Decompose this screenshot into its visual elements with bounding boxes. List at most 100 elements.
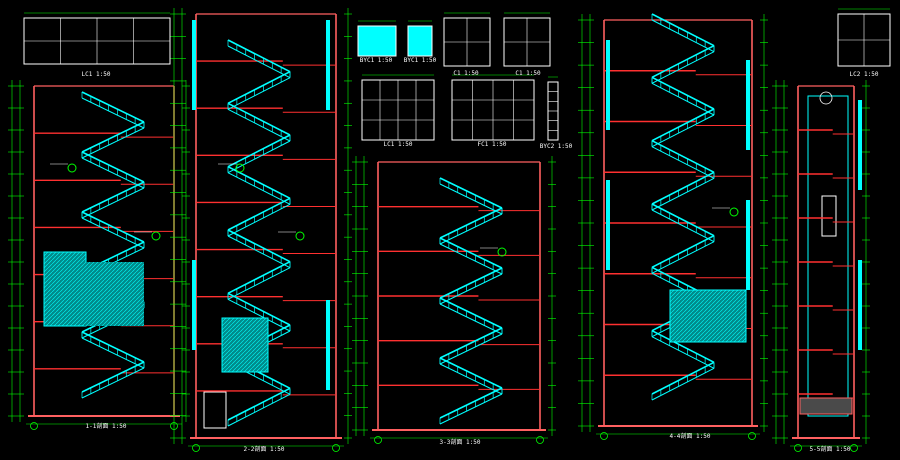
stair-section-3-handrail	[439, 327, 503, 359]
hatch-section-2	[221, 317, 269, 373]
stair-section-3-handrail	[439, 237, 503, 269]
stair-section-4-handrail	[651, 44, 715, 79]
stair-section-1-stringer	[81, 127, 145, 159]
stair-section-2-stringer	[227, 298, 291, 332]
floor-slab-lines	[34, 60, 854, 399]
stair-section-3-stringer	[439, 393, 503, 425]
stair-section-3-handrail	[439, 207, 503, 239]
wall-lines	[28, 13, 860, 439]
stair-section-4-handrail	[651, 13, 715, 47]
stair-section-4-handrail	[651, 76, 715, 110]
caption-window-c1: C1 1:50	[453, 70, 479, 77]
stair-section-4-stringer	[651, 241, 715, 274]
stair-section-3-stringer	[439, 333, 503, 365]
caption-window-top-left: LC1 1:50	[82, 71, 111, 78]
stair-section-4-handrail	[651, 108, 715, 142]
stair-section-4-stringer	[651, 146, 715, 179]
section-markers	[30, 91, 858, 452]
stair-section-4-stringer	[651, 19, 715, 53]
section-5-base	[799, 397, 853, 415]
caption-window-c1b: C1 1:50	[515, 70, 541, 77]
caption-section-2: 2-2剖面 1:50	[244, 445, 285, 453]
caption-window-lc1: LC1 1:50	[384, 141, 413, 148]
column-strip	[746, 60, 750, 150]
caption-window-top-right: LC2 1:50	[850, 71, 879, 78]
stair-section-4-handrail	[651, 203, 715, 237]
column-strip	[858, 260, 862, 350]
caption-section-5: 5-5剖面 1:50	[810, 445, 851, 453]
stair-section-3-handrail	[439, 387, 503, 419]
hatch-section-1-wall	[43, 251, 87, 327]
detail-marker	[151, 231, 161, 241]
detail-marker	[497, 247, 507, 257]
stair-section-1-handrail	[81, 361, 145, 393]
caption-section-1: 1-1剖面 1:50	[86, 422, 127, 430]
stair-section-1-handrail	[81, 151, 145, 183]
stair-section-3-handrail	[439, 177, 503, 209]
column-strip	[192, 20, 196, 110]
column-strip	[606, 40, 610, 130]
column-strip	[746, 200, 750, 290]
column-strip	[606, 180, 610, 270]
caption-window-fc: FC1 1:50	[478, 141, 507, 148]
dimension-lines	[8, 8, 890, 447]
detail-marker	[295, 231, 305, 241]
stair-section-1-handrail	[81, 121, 145, 153]
stair-section-2-stringer	[227, 45, 291, 79]
window-details	[23, 13, 891, 141]
stair-section-4-stringer	[651, 114, 715, 148]
stair-section-2-handrail	[227, 70, 291, 105]
stair-section-1-stringer	[81, 367, 145, 399]
stair-section-3-stringer	[439, 273, 503, 305]
section-1-axis-bubble-right	[170, 422, 178, 430]
stair-section-1-stringer	[81, 217, 145, 249]
caption-section-3: 3-3剖面 1:50	[440, 438, 481, 446]
section-5-axis-bubble-right	[850, 444, 858, 452]
stair-section-4-handrail	[651, 139, 715, 174]
stair-section-2-handrail	[227, 197, 291, 231]
section-2-axis-bubble-right	[332, 444, 340, 452]
section-5-window	[821, 195, 837, 237]
section-1-axis-bubble-left	[30, 422, 38, 430]
stair-section-2-stringer	[227, 203, 291, 237]
stair-section-4-stringer	[651, 51, 715, 84]
stair-section-3-stringer	[439, 303, 503, 335]
detail-marker	[729, 207, 739, 217]
stair-section-2-stringer	[227, 172, 291, 205]
stair-section-4-stringer	[651, 177, 715, 211]
stair-section-4-handrail	[651, 361, 715, 395]
stair-section-1-handrail	[81, 211, 145, 243]
column-strip	[858, 100, 862, 190]
stair-section-2-handrail	[227, 260, 291, 295]
stair-section-2-stringer	[227, 77, 291, 110]
column-strip	[326, 300, 330, 390]
stair-section-2-handrail	[227, 292, 291, 326]
caption-window-byc1b: BYC1 1:50	[404, 57, 437, 64]
stair-section-2-stringer	[227, 267, 291, 300]
section-5-roof-marker	[819, 91, 833, 105]
hatch-section-1-landing	[84, 262, 144, 326]
stair-section-3-handrail	[439, 357, 503, 389]
stair-flights	[81, 13, 862, 427]
stair-section-3-handrail	[439, 297, 503, 329]
section-5-shaft	[807, 95, 849, 417]
hatch-areas	[43, 251, 853, 415]
caption-section-4: 4-4剖面 1:50	[670, 432, 711, 440]
stair-section-1-handrail	[81, 331, 145, 363]
stair-section-2-stringer	[227, 108, 291, 142]
stair-section-3-stringer	[439, 243, 503, 275]
section-4-axis-bubble-left	[600, 432, 608, 440]
stair-section-3-handrail	[439, 267, 503, 299]
stair-section-4-stringer	[651, 336, 715, 369]
section-3-axis-bubble-left	[374, 436, 382, 444]
stair-section-4-handrail	[651, 329, 715, 364]
stair-section-1-stringer	[81, 97, 145, 129]
stair-section-2-handrail	[227, 387, 291, 421]
detail-marker	[235, 163, 245, 173]
stair-section-4-handrail	[651, 234, 715, 269]
stair-section-1-stringer	[81, 157, 145, 189]
caption-window-byc2: BYC2 1:50	[540, 143, 573, 150]
stair-section-1-handrail	[81, 91, 145, 123]
stair-section-3-stringer	[439, 213, 503, 245]
